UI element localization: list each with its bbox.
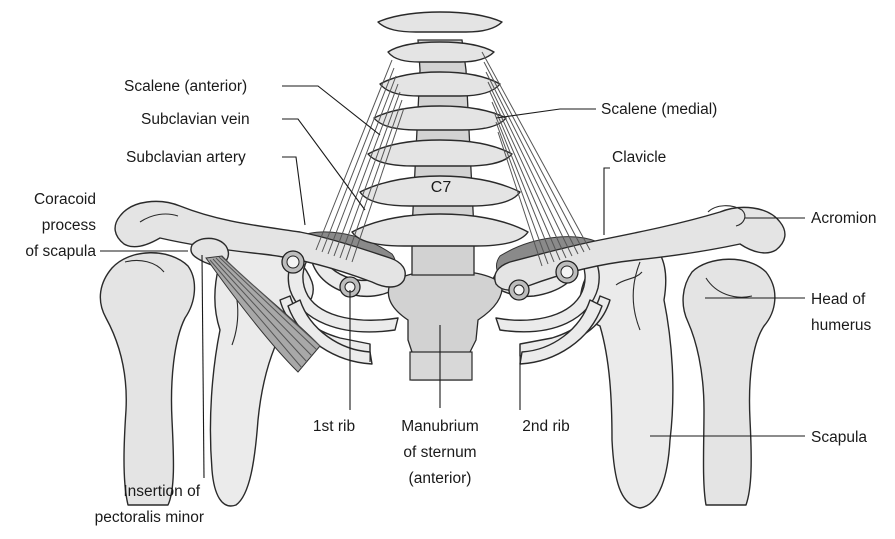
label-scalene-medial: Scalene (medial) [601,101,717,118]
manubrium [388,272,502,381]
label-first-rib: 1st rib [313,418,355,435]
leader-subclavian-vein [282,119,365,210]
left-subclavian-vein [282,251,304,273]
label-head-of-humerus-line1: Head of [811,291,866,308]
label-c7-vertebra: C7 [431,179,452,196]
label-insertion-line1: Insertion of [123,483,200,500]
label-insertion-line2: pectoralis minor [95,509,204,526]
label-coracoid-line1: Coracoid [34,191,96,208]
label-manubrium-line3: (anterior) [409,470,472,487]
label-clavicle: Clavicle [612,149,666,166]
label-subclavian-artery: Subclavian artery [126,149,246,166]
left-humerus [100,253,194,505]
label-scalene-anterior: Scalene (anterior) [124,78,247,95]
right-subclavian-artery [509,280,529,300]
label-second-rib: 2nd rib [522,418,569,435]
label-manubrium-line2: of sternum [403,444,476,461]
leader-subclavian-artery [282,157,305,225]
right-humerus [683,259,775,505]
label-subclavian-vein: Subclavian vein [141,111,250,128]
label-coracoid-line3: of scapula [25,243,96,260]
leader-pectoralis-minor [202,255,204,478]
label-scapula: Scapula [811,429,867,446]
label-coracoid-line2: process [42,217,97,234]
label-manubrium-line1: Manubrium [401,418,479,435]
leader-clavicle [604,168,610,235]
label-acromion: Acromion [811,210,876,227]
label-head-of-humerus-line2: humerus [811,317,872,334]
right-subclavian-vein [556,261,578,283]
